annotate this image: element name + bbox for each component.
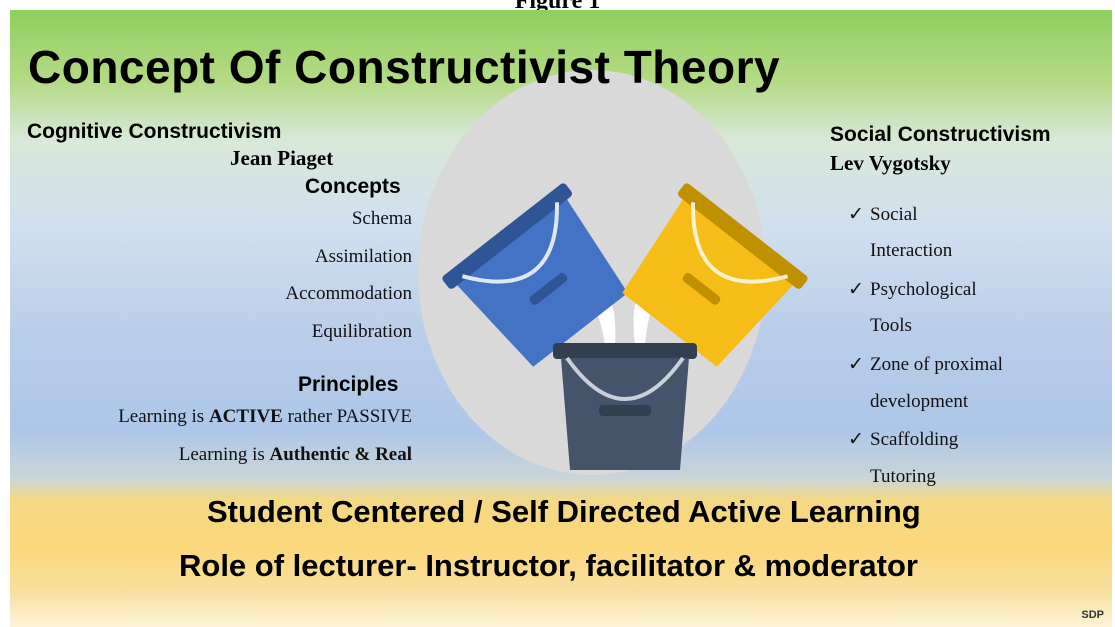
principle-active-suffix: rather PASSIVE bbox=[282, 406, 412, 427]
concept-item: Accommodation bbox=[285, 283, 412, 304]
list-item: ✓Zone of proximal bbox=[848, 354, 1003, 375]
page-title: Concept Of Constructivist Theory bbox=[28, 41, 781, 93]
piaget-name: Jean Piaget bbox=[230, 146, 334, 170]
cognitive-heading: Cognitive Constructivism bbox=[27, 120, 282, 143]
vygotsky-name: Lev Vygotsky bbox=[830, 151, 951, 175]
bucket-illustration bbox=[442, 183, 808, 470]
concept-item: Schema bbox=[351, 208, 412, 229]
footer-label: SDP bbox=[1081, 609, 1104, 621]
concepts-heading: Concepts bbox=[305, 175, 401, 198]
principle-authentic-prefix: Learning is bbox=[178, 444, 270, 465]
lecturer-role-line: Role of lecturer- Instructor, facilitato… bbox=[179, 548, 918, 583]
student-centered-line: Student Centered / Self Directed Active … bbox=[207, 494, 921, 529]
dark-bucket bbox=[553, 343, 697, 470]
principle-active-bold: ACTIVE bbox=[208, 406, 283, 427]
list-item-continuation: Tools bbox=[870, 315, 912, 336]
check-icon: ✓ bbox=[848, 204, 864, 225]
blue-bucket bbox=[442, 183, 628, 367]
principle-authentic-bold: Authentic & Real bbox=[269, 444, 412, 465]
list-item: ✓Scaffolding bbox=[848, 429, 959, 450]
principle-active-prefix: Learning is bbox=[118, 406, 209, 427]
concept-item: Assimilation bbox=[314, 246, 412, 267]
list-item-continuation: development bbox=[870, 391, 969, 412]
slide: Concept Of Constructivist Theory Cogniti… bbox=[10, 10, 1112, 627]
list-item-continuation: Interaction bbox=[870, 240, 953, 261]
yellow-bucket bbox=[622, 183, 808, 367]
concept-item: Equilibration bbox=[311, 321, 412, 342]
list-item: ✓Psychological bbox=[848, 279, 977, 300]
social-heading: Social Constructivism bbox=[830, 123, 1051, 146]
principles-heading: Principles bbox=[298, 373, 399, 396]
check-icon: ✓ bbox=[848, 279, 864, 300]
principle-active: Learning is ACTIVE rather PASSIVE bbox=[118, 406, 412, 428]
list-item: ✓Social bbox=[848, 204, 918, 225]
principle-authentic: Learning is Authentic & Real bbox=[179, 444, 412, 466]
list-item-continuation: Tutoring bbox=[870, 466, 936, 487]
check-icon: ✓ bbox=[848, 429, 864, 450]
check-icon: ✓ bbox=[848, 354, 864, 375]
